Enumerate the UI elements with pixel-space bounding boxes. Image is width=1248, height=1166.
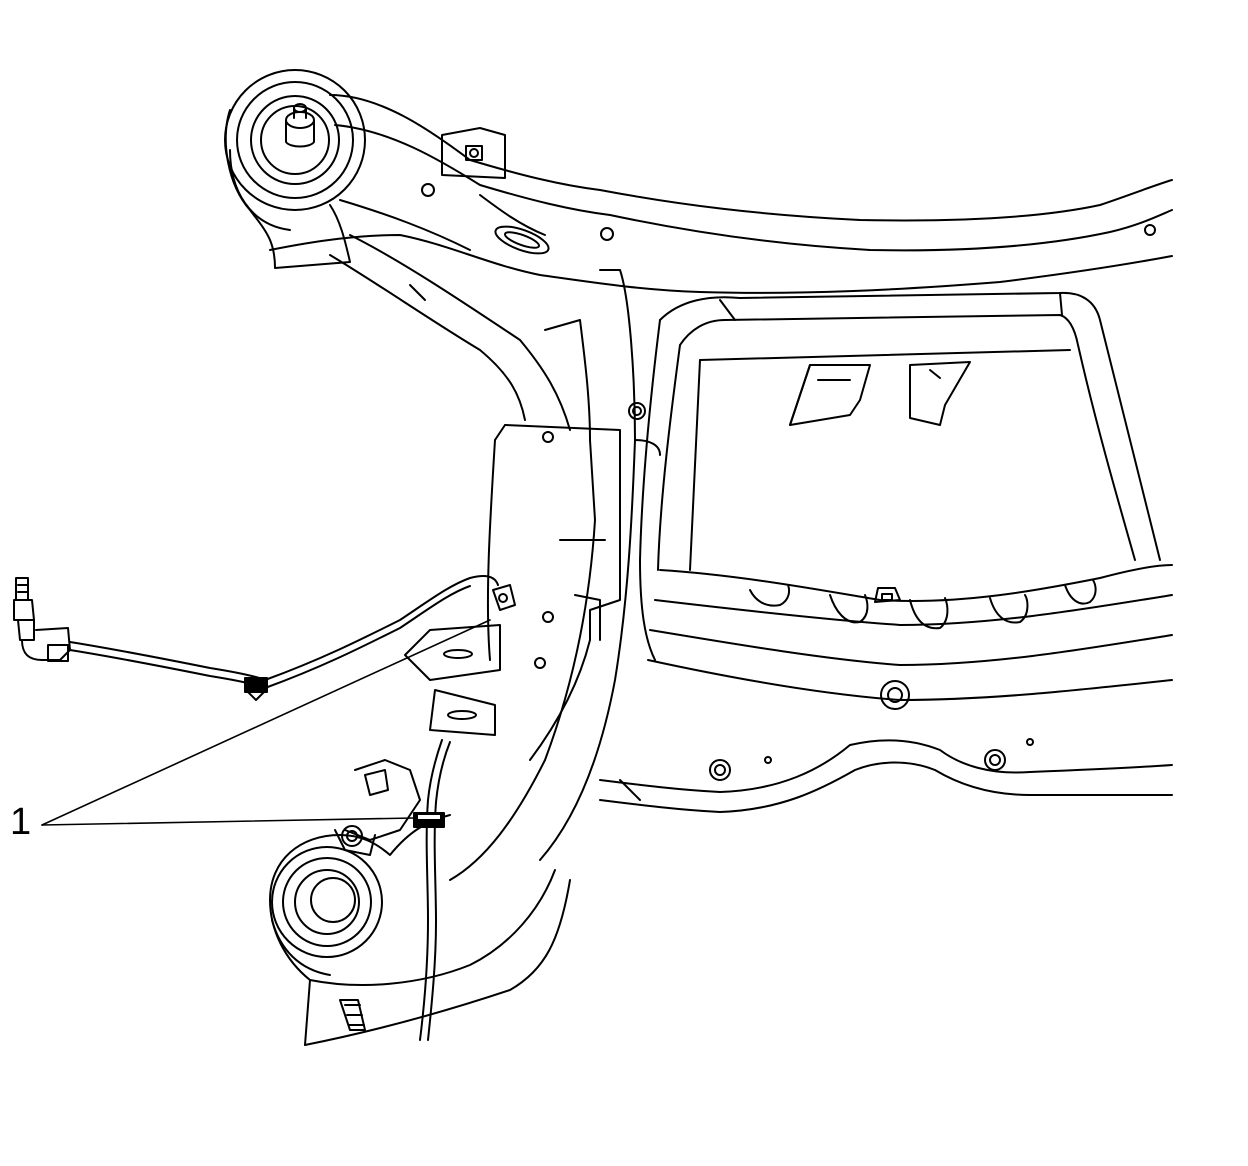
callout-1-leaders (41, 619, 491, 826)
left-side-rail (329, 234, 571, 431)
center-frame-rail (449, 269, 661, 881)
harness-clip-upper (244, 677, 268, 701)
harness-clip-lower (413, 812, 445, 828)
rear-cross-member (269, 94, 1173, 294)
callout-label-1: 1 (10, 801, 32, 843)
upper-left-bushing (224, 69, 366, 269)
lower-frame-extension (599, 738, 1173, 813)
wheel-speed-sensor-harness (69, 575, 499, 1041)
cradle-opening (639, 291, 1161, 661)
sensor-connector (13, 577, 71, 662)
harness-brackets (404, 402, 646, 736)
lower-left-bushing (269, 759, 571, 1046)
front-cross-member (647, 564, 1173, 710)
